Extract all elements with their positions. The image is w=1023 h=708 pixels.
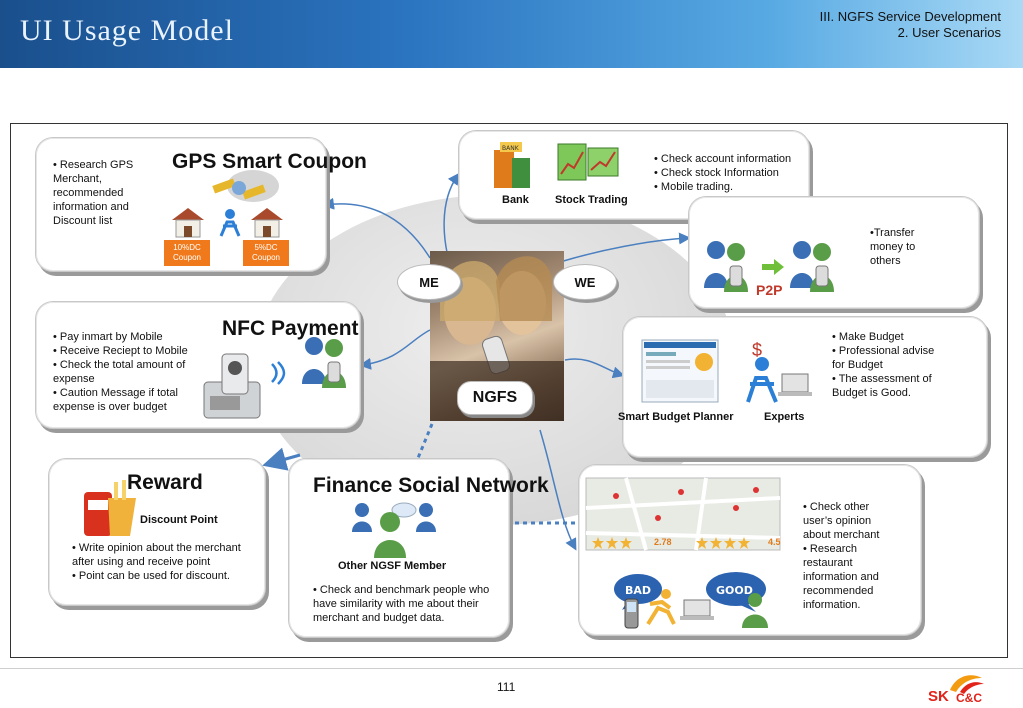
budget-bullet-1: • Make Budget [832, 331, 904, 343]
payment-terminal-icon [203, 353, 261, 419]
stock-chart-icon [557, 143, 619, 181]
people-phone-icon [704, 241, 748, 292]
page-number: 111 [497, 680, 516, 694]
rating-1: 2.78 [654, 537, 672, 547]
bank-bullet-2: • Check stock Information [654, 167, 779, 179]
expert-person-icon [746, 357, 812, 403]
star-rating-icon-2 [696, 537, 750, 549]
coupon-5pct[interactable]: 5%DC Coupon [243, 240, 289, 266]
good-text: GOOD [716, 584, 753, 597]
social-group-icon [352, 502, 436, 558]
budget-bullet-2: • Professional advise for Budget [832, 345, 935, 371]
satellite-icon [212, 170, 279, 202]
arrow-p2p [559, 232, 691, 263]
social-network-title: Finance Social Network [313, 474, 549, 497]
food-icon [84, 480, 136, 536]
budget-screenshot-icon [641, 339, 719, 403]
we-bubble[interactable]: WE [553, 264, 617, 300]
sk-logo-icon [950, 675, 984, 694]
review-bullet-2: • Research restaurant information and re… [803, 543, 879, 611]
nfc-bullet-1: • Pay inmart by Mobile [53, 331, 163, 343]
house-icon [172, 208, 204, 238]
hub-label: NGFS [457, 381, 533, 415]
reward-title: Reward [127, 471, 203, 494]
rating-2: 4.5 [768, 537, 781, 547]
arrow-reward [262, 447, 301, 471]
logo-cc: C&C [956, 691, 982, 705]
p2p-label: P2P [756, 282, 783, 298]
header-banner [0, 0, 1023, 68]
bank-bullet-3: • Mobile trading. [654, 181, 734, 193]
nfc-bullets: • Pay inmart by Mobile • Receive Reciept… [53, 330, 203, 414]
reward-bullet-1: • Write opinion about the merchant after… [72, 542, 241, 568]
member-label: Other NGSF Member [338, 560, 447, 572]
transfer-arrow-icon [762, 259, 784, 275]
gps-coupon-title: GPS Smart Coupon [172, 150, 367, 173]
bad-text: BAD [625, 584, 651, 597]
bank-label: Bank [502, 194, 529, 206]
budget-bullets: • Make Budget • Professional advise for … [832, 330, 948, 400]
currency-symbol: $ [752, 340, 763, 360]
arrow-review [539, 429, 577, 551]
page-title: UI Usage Model [20, 14, 234, 47]
map-icon [585, 477, 781, 551]
reward-bullet-2: • Point can be used for discount. [72, 570, 230, 582]
dotted-connector [416, 423, 434, 459]
budget-bullet-3: • The assessment of Budget is Good. [832, 373, 932, 399]
arrow-nfc [359, 329, 431, 370]
section-heading: III. NGFS Service Development 2. User Sc… [820, 9, 1001, 41]
subsection-title: 2. User Scenarios [897, 25, 1001, 40]
bank-bullet-1: • Check account information [654, 153, 792, 165]
person-icon [219, 209, 241, 237]
nfc-bullet-3: • Check the total amount of expense [53, 359, 186, 385]
phone-icon [624, 598, 639, 629]
logo-sk: SK [928, 688, 949, 705]
people-phone-icon-3 [302, 337, 346, 388]
experts-label: Experts [764, 411, 805, 423]
social-text: • Check and benchmark people who have si… [313, 584, 490, 624]
star-rating-icon [592, 537, 632, 549]
laptop-icon [680, 599, 714, 620]
footer-divider [0, 668, 1023, 669]
nfc-bullet-4: • Caution Message if total expense is ov… [53, 387, 178, 413]
arrow-gps [322, 197, 431, 259]
review-bullets: • Check other user’s opinion about merch… [803, 500, 899, 612]
people-photo-illustration [430, 256, 564, 421]
reward-bullets: • Write opinion about the merchant after… [72, 541, 254, 583]
coupon-10pct[interactable]: 10%DC Coupon [164, 240, 210, 266]
house-icon-2 [251, 208, 283, 238]
gps-coupon-text: • Research GPS Merchant, recommended inf… [53, 159, 134, 227]
happy-person-icon [742, 593, 768, 628]
me-bubble[interactable]: ME [397, 264, 461, 300]
people-phone-icon-2 [790, 241, 834, 292]
bank-bullets: • Check account information • Check stoc… [654, 152, 810, 194]
p2p-text: •Transfer money to others [870, 227, 916, 267]
nfc-bullet-2: • Receive Reciept to Mobile [53, 345, 188, 357]
discount-point-label: Discount Point [140, 514, 218, 526]
nfc-wave-icon [271, 361, 286, 385]
arrow-budget [564, 358, 625, 379]
section-title: III. NGFS Service Development [819, 9, 1001, 24]
runner-icon [646, 589, 676, 626]
bank-building-icon: BANK [494, 142, 530, 188]
nfc-payment-card[interactable] [35, 301, 361, 429]
bank-sign: BANK [502, 145, 520, 152]
review-bullet-1: • Check other user’s opinion about merch… [803, 501, 880, 541]
stock-trading-label: Stock Trading [555, 194, 628, 206]
planner-label: Smart Budget Planner [618, 411, 734, 423]
nfc-payment-title: NFC Payment [222, 317, 359, 340]
